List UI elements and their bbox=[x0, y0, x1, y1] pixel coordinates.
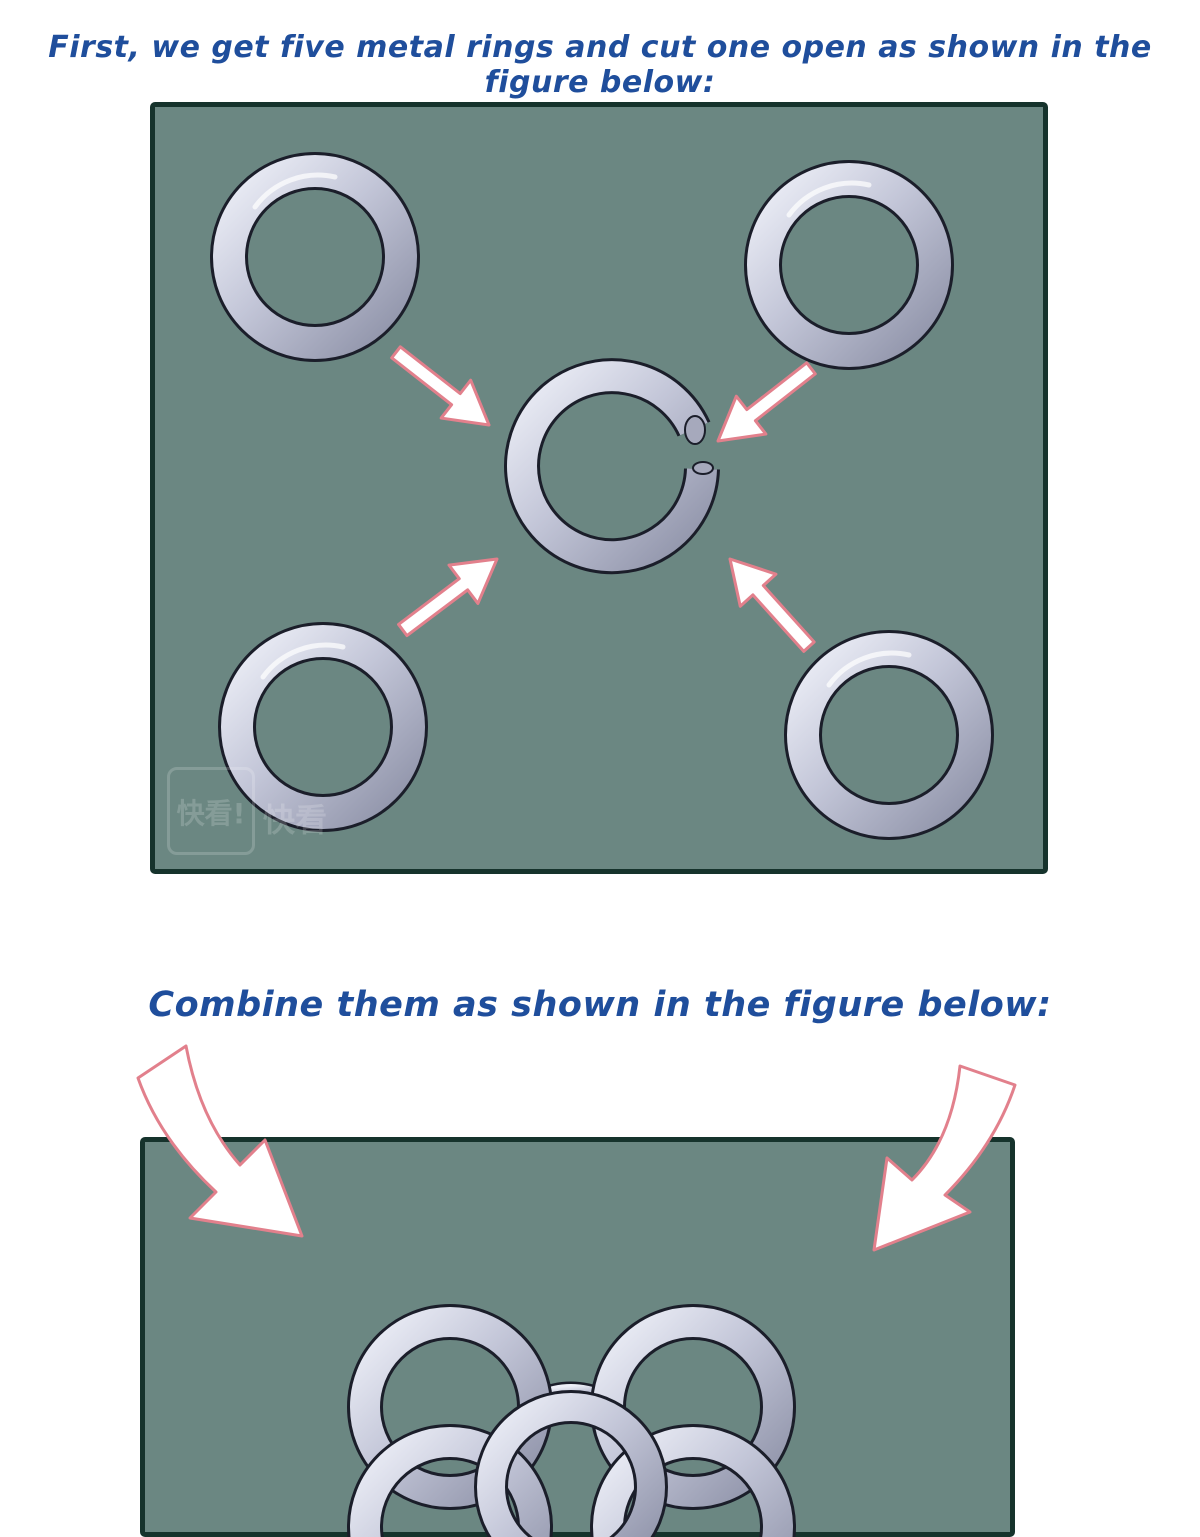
watermark-logo: 快看! bbox=[167, 767, 255, 855]
closed-ring-top-left-icon bbox=[210, 152, 420, 362]
figure-panel-combined-rings bbox=[140, 1137, 1015, 1537]
figure-panel-rings: 快看! 快看 bbox=[150, 102, 1048, 874]
arrow-from-top-right-icon bbox=[716, 361, 817, 443]
arrow-from-top-left-icon bbox=[390, 345, 491, 427]
caption-five-rings: First, we get five metal rings and cut o… bbox=[48, 30, 1152, 100]
closed-ring-bottom-right-icon bbox=[784, 630, 994, 840]
combined-ring-middle-icon bbox=[474, 1390, 668, 1537]
watermark-text: 快看 bbox=[263, 801, 328, 839]
arrow-from-bottom-left-icon bbox=[397, 557, 499, 638]
closed-ring-top-right-icon bbox=[744, 160, 954, 370]
open-ring-icon bbox=[504, 358, 720, 575]
combined-rings-illustration bbox=[347, 1304, 796, 1537]
rings-illustration bbox=[210, 152, 994, 840]
closed-ring-bottom-left-icon bbox=[218, 622, 428, 832]
arrow-from-bottom-right-icon bbox=[728, 557, 816, 653]
caption-combine-rings: Combine them as shown in the figure belo… bbox=[148, 985, 1052, 1025]
